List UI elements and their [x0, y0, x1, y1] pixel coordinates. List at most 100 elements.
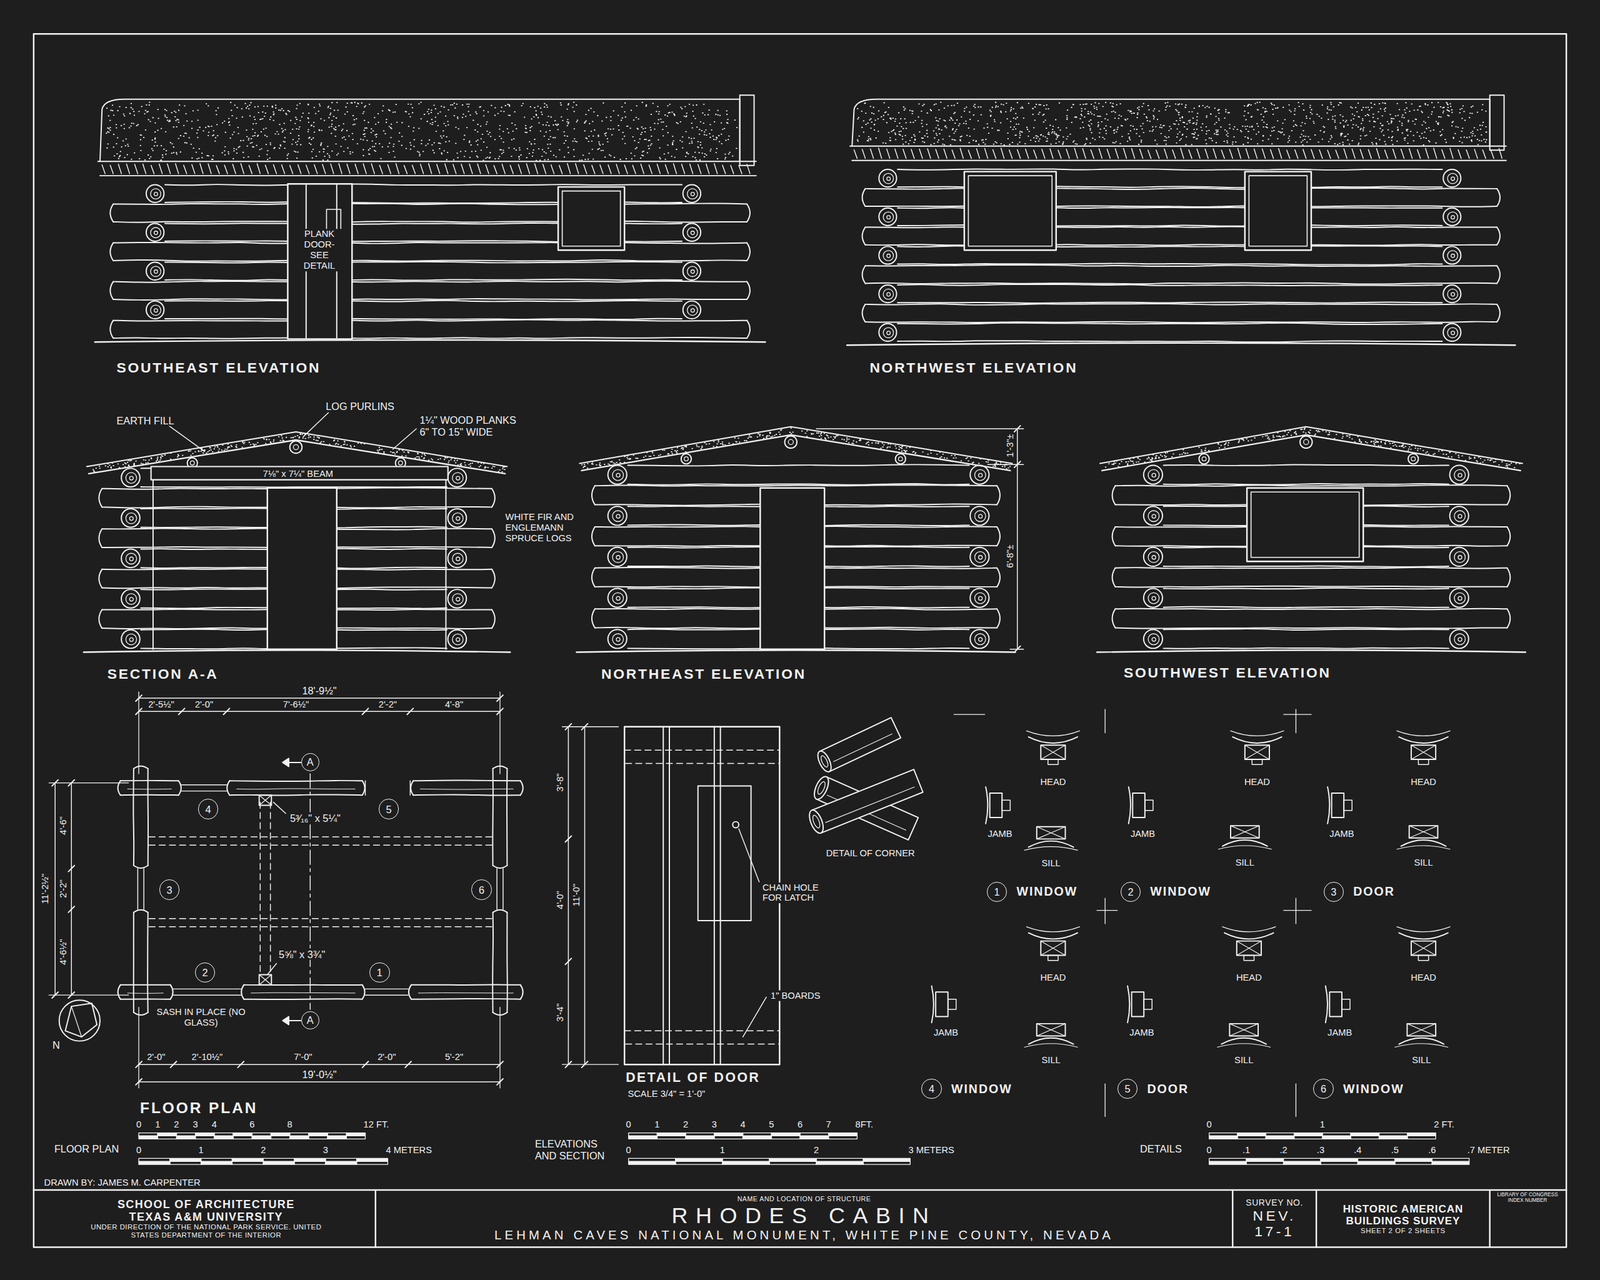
door-board — [720, 726, 722, 1065]
log-ring — [1148, 551, 1160, 564]
scale-number: 3 — [321, 1145, 330, 1156]
plank-end — [927, 148, 931, 159]
registration-mark — [954, 714, 985, 715]
log-pith — [129, 556, 134, 561]
log-edge — [506, 912, 508, 1013]
title-block-text: SURVEY NO. — [1245, 1198, 1304, 1208]
leader-line — [267, 963, 277, 975]
jamb-stop — [1143, 999, 1152, 1010]
extension-line — [48, 995, 129, 996]
log-pith — [129, 637, 134, 642]
log-end — [591, 608, 595, 628]
head-frame — [1040, 745, 1065, 760]
scale-number: 6 — [796, 1119, 804, 1130]
callout-number: 2 — [1120, 881, 1142, 903]
log-edge — [506, 768, 508, 866]
jamb-stop — [1001, 800, 1010, 810]
log-pith — [1151, 637, 1156, 642]
scale-bar — [1283, 1158, 1321, 1162]
plank-end — [673, 163, 677, 174]
linework — [33, 33, 1567, 1247]
log-ring — [125, 553, 137, 564]
scale-title: FLOOR PLAN — [53, 1143, 120, 1155]
ground-line — [576, 650, 1015, 652]
scale-bar — [816, 1158, 864, 1162]
log-pith — [1151, 514, 1156, 519]
log-end — [121, 630, 140, 649]
log-edge — [165, 183, 682, 185]
head-frame — [1411, 941, 1436, 956]
callout-number: A — [306, 756, 314, 767]
jamb-frame — [935, 991, 949, 1017]
scale-bar — [327, 1135, 347, 1139]
log-pith — [456, 476, 460, 480]
log-edge — [120, 780, 179, 782]
log-end — [878, 169, 897, 187]
log-end — [608, 629, 627, 649]
plank-end — [722, 165, 726, 174]
window-sash — [562, 191, 621, 247]
detail-label: SILL — [1412, 856, 1434, 868]
log-ring — [612, 510, 624, 522]
plank-end — [1237, 148, 1241, 159]
log-edge — [491, 912, 494, 1013]
plank-end — [371, 163, 375, 174]
plank-end — [862, 149, 866, 159]
scale-bar — [769, 1161, 817, 1165]
note: 7⅛" x 7¼" BEAM — [261, 468, 334, 479]
scale-number: 0 — [135, 1145, 143, 1156]
plank-end — [1474, 149, 1478, 159]
log-edge — [865, 265, 1497, 267]
scale-bar — [157, 1133, 177, 1137]
scale-bar — [1379, 1135, 1408, 1139]
window-sash — [1251, 491, 1360, 557]
scale-number: 0 — [1205, 1119, 1214, 1130]
log-edge — [865, 321, 1497, 324]
plank-end — [656, 164, 660, 174]
scale-bar — [771, 1133, 800, 1137]
view-title: DETAIL OF CORNER — [825, 847, 917, 859]
log-end — [146, 223, 164, 242]
scale-bar — [214, 1133, 234, 1137]
scale-bar — [685, 1135, 715, 1139]
dimension-tick — [68, 865, 75, 872]
detail-label: JAMB — [986, 828, 1014, 839]
log-end — [996, 608, 1000, 628]
log-pith — [886, 253, 891, 258]
callout-number: 6 — [478, 885, 485, 895]
head-log — [1026, 926, 1080, 932]
scale-bar — [1209, 1158, 1247, 1162]
log-ring — [125, 593, 137, 605]
plank-end — [501, 164, 505, 174]
log-body — [811, 769, 924, 834]
log-edge — [411, 983, 521, 986]
log-ring — [1411, 456, 1416, 462]
head-frame — [1236, 941, 1262, 956]
scale-bar — [231, 1161, 264, 1165]
head-log — [1232, 736, 1282, 744]
plank-end — [1180, 148, 1184, 159]
plank-end — [1221, 150, 1225, 159]
plank-end — [943, 148, 947, 159]
log-ring — [1447, 327, 1458, 338]
plank-end — [175, 163, 179, 174]
log-ring — [687, 266, 698, 277]
detail-label: JAMB — [1328, 828, 1355, 839]
scale-bar — [290, 1135, 309, 1139]
plank-end — [1343, 148, 1347, 159]
log-edge — [1163, 588, 1449, 590]
sill-frame — [1406, 1023, 1436, 1037]
log-edge — [113, 281, 747, 283]
detail-label: SILL — [1040, 1055, 1062, 1066]
log-pith — [978, 555, 983, 560]
log-edge — [1115, 627, 1507, 629]
dimension: 11'-2½" — [39, 872, 50, 906]
detail-label: HEAD — [1038, 776, 1067, 787]
sill-log — [1222, 840, 1268, 847]
scale-bar — [816, 1161, 864, 1165]
detail-label: HEAD — [1243, 776, 1272, 787]
plank-end — [854, 150, 858, 159]
log-end — [110, 320, 114, 339]
extension-line — [138, 691, 139, 774]
log-edge — [1163, 648, 1449, 649]
